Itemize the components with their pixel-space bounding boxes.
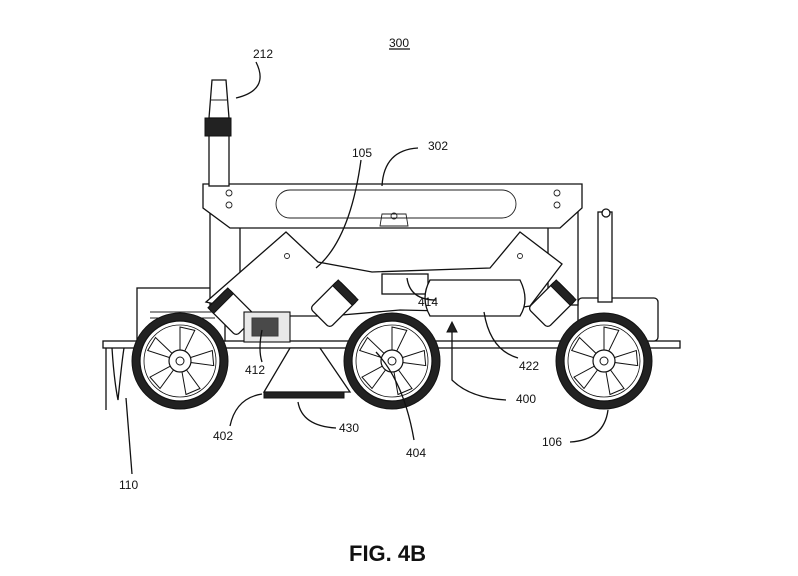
wheel-front xyxy=(555,312,653,410)
link-pin xyxy=(517,253,523,259)
wheels xyxy=(131,312,653,410)
label-422: 422 xyxy=(519,359,539,373)
label-402: 402 xyxy=(213,429,233,443)
cable xyxy=(105,347,125,410)
bracket-bolt xyxy=(601,208,611,218)
frame-pivot xyxy=(390,212,398,220)
frame-tab xyxy=(379,213,409,227)
front-module xyxy=(262,347,352,393)
label-110: 110 xyxy=(119,478,138,492)
wheel-axle xyxy=(599,356,609,366)
upper-frame xyxy=(202,183,583,229)
label-105: 105 xyxy=(352,146,372,160)
leader-lines xyxy=(125,61,609,475)
chassis-tube xyxy=(424,279,526,317)
label-212: 212 xyxy=(253,47,273,61)
frame-hole xyxy=(553,201,561,209)
link-pin xyxy=(284,253,290,259)
label-412: 412 xyxy=(245,363,265,377)
frame-hole xyxy=(553,189,561,197)
label-300: 300 xyxy=(389,36,409,50)
antenna-tip xyxy=(208,79,230,119)
frame-hole xyxy=(225,189,233,197)
wheel-rear xyxy=(131,312,229,410)
label-302: 302 xyxy=(428,139,448,153)
wheel-axle xyxy=(387,356,397,366)
label-404: 404 xyxy=(406,446,426,460)
antenna-collar xyxy=(204,117,232,137)
antenna-mast xyxy=(208,133,230,187)
sensor-housing xyxy=(381,273,429,295)
wheel-axle xyxy=(175,356,185,366)
figure-title: FIG. 4B xyxy=(349,541,426,566)
label-430: 430 xyxy=(339,421,359,435)
label-400: 400 xyxy=(516,392,536,406)
motor-right xyxy=(528,279,577,328)
frame-hole xyxy=(225,201,233,209)
robot-vehicle xyxy=(102,79,681,399)
motor-left xyxy=(207,287,256,336)
right-bracket xyxy=(597,211,613,303)
wheel-middle xyxy=(343,312,441,410)
label-414: 414 xyxy=(418,295,438,309)
motor-block-grille xyxy=(251,317,279,337)
reference-labels: 300 212 302 105 414 412 422 400 402 430 … xyxy=(119,36,562,566)
motor-center xyxy=(310,279,359,328)
label-106: 106 xyxy=(542,435,562,449)
bottom-pad xyxy=(263,391,345,399)
